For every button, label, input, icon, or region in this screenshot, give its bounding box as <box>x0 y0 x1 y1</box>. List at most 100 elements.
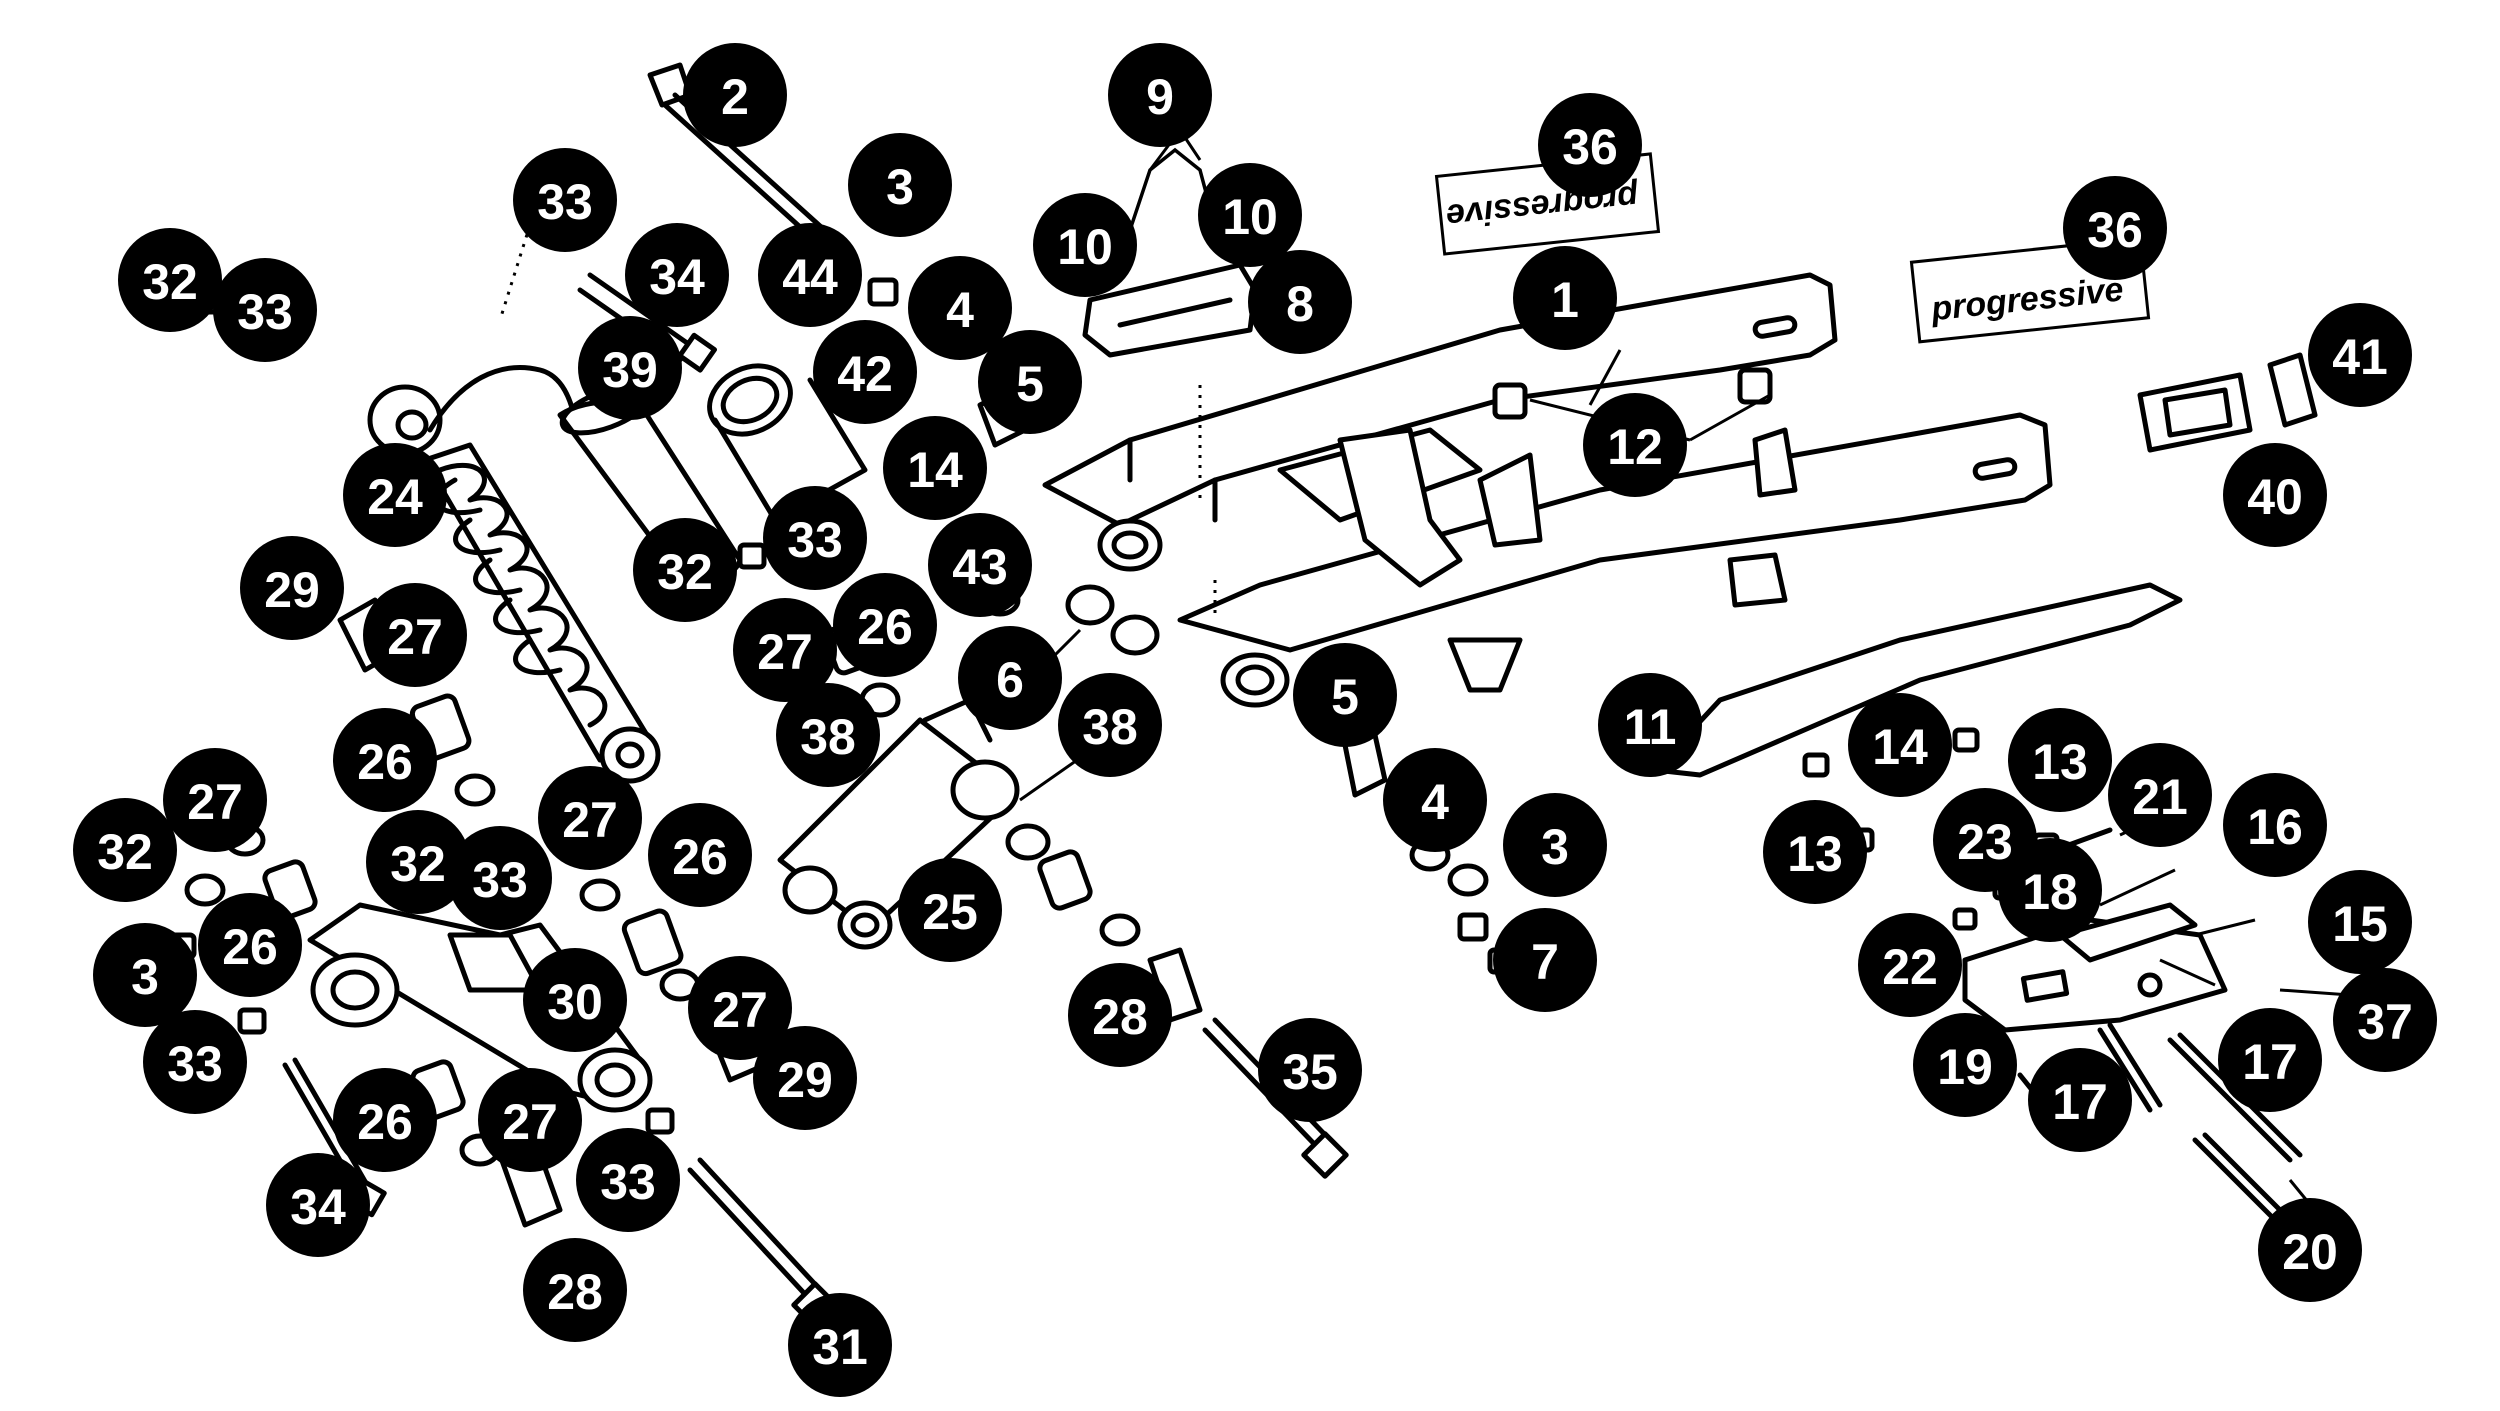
swingarm <box>1042 272 2053 708</box>
rear-bracket <box>1962 902 2228 1033</box>
callout-circle <box>1538 93 1642 197</box>
callout-circle <box>1248 250 1352 354</box>
callout-28: 28 <box>523 1238 627 1342</box>
callout-26: 26 <box>333 1068 437 1172</box>
callout-label: 17 <box>2052 1074 2108 1130</box>
callout-27: 27 <box>363 583 467 687</box>
callout-29: 29 <box>240 536 344 640</box>
callout-24: 24 <box>343 443 447 547</box>
callout-label: 26 <box>857 599 913 655</box>
brackets <box>1492 367 1773 420</box>
callout-label: 32 <box>390 836 446 892</box>
callout-circle <box>833 573 937 677</box>
callout-circle <box>758 223 862 327</box>
callout-16: 16 <box>2223 773 2327 877</box>
callout-label: 10 <box>1222 189 1278 245</box>
callout-label: 27 <box>562 792 618 848</box>
callout-label: 37 <box>2357 994 2413 1050</box>
callout-circle <box>578 316 682 420</box>
callout-label: 43 <box>952 539 1008 595</box>
callout-34: 34 <box>625 223 729 327</box>
callout-label: 3 <box>131 949 159 1005</box>
callout-circle <box>2223 773 2327 877</box>
callout-label: 29 <box>777 1052 833 1108</box>
callout-26: 26 <box>833 573 937 677</box>
callout-38: 38 <box>776 683 880 787</box>
callout-label: 38 <box>800 709 856 765</box>
callout-label: 36 <box>1562 119 1618 175</box>
callout-2: 2 <box>683 43 787 147</box>
callout-label: 16 <box>2247 799 2303 855</box>
callout-circle <box>118 228 222 332</box>
callout-circle <box>213 258 317 362</box>
callout-7: 7 <box>1493 908 1597 1012</box>
callout-circle <box>73 798 177 902</box>
callout-circle <box>523 948 627 1052</box>
callout-4: 4 <box>908 256 1012 360</box>
callout-label: 36 <box>2087 202 2143 258</box>
callout-circle <box>625 223 729 327</box>
callout-3: 3 <box>1503 793 1607 897</box>
callout-circle <box>763 486 867 590</box>
callout-label: 33 <box>167 1036 223 1092</box>
callout-circle <box>1258 1018 1362 1122</box>
callout-29: 29 <box>753 1026 857 1130</box>
callout-label: 12 <box>1607 419 1663 475</box>
callout-label: 32 <box>97 824 153 880</box>
callout-circle <box>2063 176 2167 280</box>
callout-circle <box>898 858 1002 962</box>
callout-circle <box>333 1068 437 1172</box>
callout-circle <box>1058 673 1162 777</box>
callout-32: 32 <box>118 228 222 332</box>
callout-circle <box>633 518 737 622</box>
callout-circle <box>1383 748 1487 852</box>
callout-6: 6 <box>958 626 1062 730</box>
callout-circle <box>2218 1008 2322 1112</box>
callout-label: 2 <box>721 69 749 125</box>
callout-30: 30 <box>523 948 627 1052</box>
callout-37: 37 <box>2333 968 2437 1072</box>
bolt-34-top <box>577 272 718 373</box>
callout-label: 4 <box>946 282 974 338</box>
callout-label: 33 <box>787 512 843 568</box>
callout-33: 33 <box>513 148 617 252</box>
callout-circle <box>1033 193 1137 297</box>
callout-label: 19 <box>1937 1039 1993 1095</box>
callout-label: 40 <box>2247 469 2303 525</box>
callout-label: 33 <box>600 1154 656 1210</box>
callout-5: 5 <box>1293 643 1397 747</box>
callout-circle <box>788 1293 892 1397</box>
callout-circle <box>2308 870 2412 974</box>
callout-circle <box>2223 443 2327 547</box>
callout-label: 13 <box>2032 734 2088 790</box>
callout-circle <box>2308 303 2412 407</box>
callout-10: 10 <box>1033 193 1137 297</box>
callout-label: 14 <box>1872 719 1928 775</box>
callout-circle <box>363 583 467 687</box>
callout-label: 18 <box>2022 864 2078 920</box>
callout-circle <box>1513 246 1617 350</box>
callout-circle <box>2108 743 2212 847</box>
callout-label: 26 <box>357 1094 413 1150</box>
callout-circle <box>198 893 302 997</box>
callout-33: 33 <box>763 486 867 590</box>
callout-circle <box>1068 963 1172 1067</box>
callout-26: 26 <box>333 708 437 812</box>
callout-circle <box>240 536 344 640</box>
callout-circle <box>1503 793 1607 897</box>
callout-8: 8 <box>1248 250 1352 354</box>
callout-circle <box>1763 800 1867 904</box>
callout-circle <box>2028 1048 2132 1152</box>
callout-27: 27 <box>733 598 837 702</box>
callout-circle <box>1293 643 1397 747</box>
callout-label: 42 <box>837 346 893 402</box>
callout-circle <box>733 598 837 702</box>
callout-12: 12 <box>1583 393 1687 497</box>
callout-label: 38 <box>1082 699 1138 755</box>
callout-label: 7 <box>1531 934 1559 990</box>
dotted-line-shock <box>498 224 532 321</box>
callout-36: 36 <box>1538 93 1642 197</box>
callout-38: 38 <box>1058 673 1162 777</box>
callout-35: 35 <box>1258 1018 1362 1122</box>
callout-label: 32 <box>657 544 713 600</box>
